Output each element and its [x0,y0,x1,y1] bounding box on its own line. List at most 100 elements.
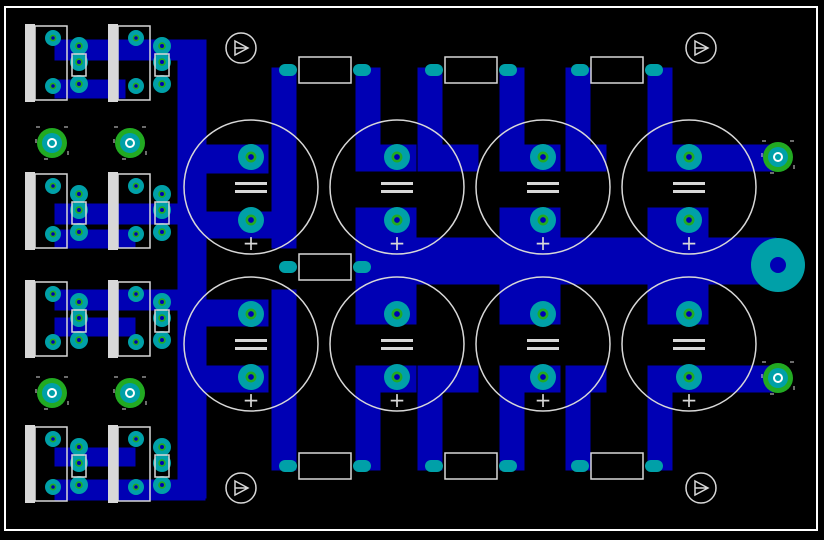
terminal-center [49,140,55,146]
voltage-regulator [25,24,88,102]
capacitor-outline [621,119,757,255]
capacitor-outline [329,119,465,255]
polarity-mark: + [681,388,698,412]
regulator-pad-hole [160,338,164,342]
mounting-hole-triangle [694,39,710,57]
regulator-pad-hole [51,184,55,188]
resistor-pad [645,460,663,472]
capacitor-pad-hole [248,374,254,380]
regulator-pad-hole [134,437,138,441]
capacitor-pad-hole [394,217,400,223]
resistor-body [298,56,352,84]
resistor-pad [279,64,297,76]
capacitor-group: ++++++++ [183,119,757,412]
resistor [425,452,517,480]
polarity-mark: + [389,388,406,412]
capacitor-plate [527,347,559,350]
resistor-pad [571,64,589,76]
regulator-body [34,281,68,357]
capacitor-outline [621,276,757,412]
terminal-corner-marks [761,140,795,174]
regulator-body [117,25,151,101]
regulator-pad-hole [77,461,81,465]
polarity-mark: + [243,388,260,412]
terminal-center [49,390,55,396]
terminal-corner-marks [113,126,147,160]
ground-terminal-hole [770,257,786,273]
resistor [425,56,517,84]
polarity-mark: + [681,231,698,255]
regulator-pad-hole [134,485,138,489]
regulator-pad-hole [160,316,164,320]
electrolytic-capacitor: + [621,276,757,412]
regulator-body [34,25,68,101]
capacitor-outline [183,119,319,255]
regulator-pad-hole [134,292,138,296]
regulator-pad-hole [160,445,164,449]
capacitor-pad-hole [686,374,692,380]
polarity-mark: + [243,231,260,255]
regulator-pad-hole [51,437,55,441]
resistor-group [279,56,663,480]
regulator-pad-hole [51,340,55,344]
regulator-pad-hole [77,300,81,304]
regulator-pad-hole [51,36,55,40]
resistor-pad [499,460,517,472]
capacitor-outline [329,276,465,412]
regulator-pad-hole [160,461,164,465]
regulator-body [117,281,151,357]
terminal-corner-marks [113,376,147,410]
resistor-body [444,452,498,480]
regulator-tab [108,172,118,250]
regulator-tab [25,172,35,250]
regulator-body [117,173,151,249]
regulator-pad-hole [134,36,138,40]
regulator-pad-hole [77,60,81,64]
regulator-pad-hole [160,82,164,86]
mounting-hole-triangle [234,39,250,57]
capacitor-plate [235,182,267,185]
voltage-regulator [25,172,88,250]
mounting-hole-group [225,32,717,504]
mounting-hole-triangle [694,479,710,497]
copper-traces [54,39,779,501]
resistor-pad [279,460,297,472]
regulator-cap-outline [71,53,87,77]
capacitor-pad-hole [540,311,546,317]
terminal-corner-marks [35,376,69,410]
resistor [571,452,663,480]
electrolytic-capacitor: + [183,119,319,255]
regulator-body [34,173,68,249]
capacitor-plate [235,190,267,193]
capacitor-pad-hole [686,217,692,223]
mounting-hole-icon [685,472,717,504]
regulator-pad-hole [160,483,164,487]
capacitor-pad-hole [686,154,692,160]
regulator-pad-hole [77,192,81,196]
capacitor-plate [527,190,559,193]
resistor-pad [353,64,371,76]
regulator-pad-hole [77,44,81,48]
electrolytic-capacitor: + [183,276,319,412]
terminal-square-pad-icon [35,376,69,410]
capacitor-pad-hole [540,217,546,223]
regulator-pad-hole [160,192,164,196]
mounting-hole-circle [685,472,717,504]
regulator-cap-outline [71,309,87,333]
mounting-hole-circle [225,32,257,64]
regulator-pad-hole [160,300,164,304]
terminal-corner-marks [35,126,69,160]
resistor-pad [279,261,297,273]
capacitor-plate [527,182,559,185]
capacitor-plate [673,190,705,193]
regulator-pad-hole [51,232,55,236]
voltage-regulator [25,425,88,503]
capacitor-plate [673,347,705,350]
voltage-regulator [108,425,171,503]
regulator-tab [108,24,118,102]
voltage-regulator [108,24,171,102]
resistor-pad [425,64,443,76]
terminal-square-pad-icon [761,140,795,174]
resistor-body [444,56,498,84]
